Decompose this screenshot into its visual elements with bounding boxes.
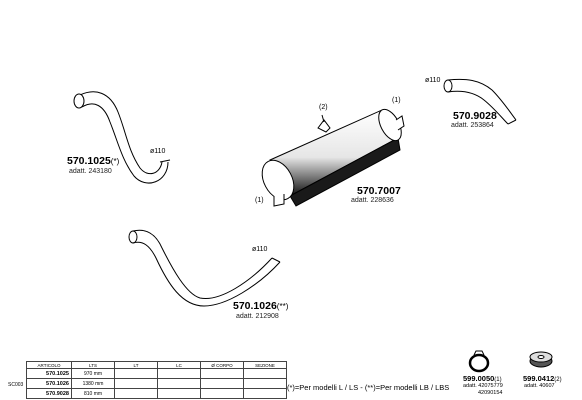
- cell-empty: [157, 378, 201, 389]
- pipe-570-1026-drawing: [128, 229, 281, 307]
- muffler-570-7007-drawing: [261, 108, 405, 207]
- model-legend: (*)=Per modelli L / LS - (**)=Per modell…: [287, 383, 450, 392]
- diameter-label-570-1026: ø110: [252, 246, 268, 253]
- part-suffix: (1): [494, 377, 502, 383]
- part-suffix: (2): [554, 377, 562, 383]
- callout-inlet: (1): [255, 197, 264, 204]
- part-code-599-0050: 599.0050(1): [463, 374, 502, 383]
- callout-bracket: (2): [319, 104, 328, 111]
- adatt-570-1025: adatt. 243180: [69, 168, 112, 175]
- table-row: 570.1026 1380 mm: [26, 378, 287, 389]
- part-suffix: (*): [110, 157, 120, 166]
- col-header: LC: [157, 361, 201, 369]
- cell-empty: [114, 368, 158, 379]
- col-header: LTS: [71, 361, 115, 369]
- part-suffix: (**): [276, 302, 289, 311]
- cell-lts: 1380 mm: [71, 378, 115, 389]
- cell-empty: [157, 388, 201, 399]
- cell-empty: [200, 368, 244, 379]
- cell-code: 570.9028: [26, 388, 72, 399]
- pipe-570-9028-drawing: [443, 78, 517, 125]
- adatt-599-0050-second: 42090154: [478, 390, 503, 396]
- table-row-label: SC003: [8, 382, 24, 388]
- part-code-text: 570.1025: [67, 155, 111, 167]
- part-code-text: 570.1026: [233, 300, 277, 312]
- part-code-570-7007: 570.7007: [357, 185, 401, 197]
- cell-empty: [157, 368, 201, 379]
- adatt-570-9028: adatt. 253864: [451, 122, 494, 129]
- table-header-row: ARTICOLO LTS LT LC Ø CORPO SEZIONE: [26, 361, 287, 369]
- pipe-570-1025-drawing: [73, 91, 171, 184]
- part-code-599-0412: 599.0412(2): [523, 374, 562, 383]
- col-header: LT: [114, 361, 158, 369]
- cell-empty: [243, 368, 287, 379]
- table-row: 570.1025 970 mm: [26, 368, 287, 379]
- adatt-599-0412: adatt. 40607: [524, 383, 555, 389]
- cell-empty: [114, 388, 158, 399]
- cell-empty: [200, 378, 244, 389]
- clamp-599-0050-drawing: [468, 350, 490, 373]
- cell-lts: 810 mm: [71, 388, 115, 399]
- col-header: Ø CORPO: [200, 361, 244, 369]
- table-row: 570.9028 810 mm: [26, 388, 287, 399]
- mount-599-0412-drawing: [529, 351, 553, 368]
- part-code-570-9028: 570.9028: [453, 110, 497, 122]
- adatt-570-7007: adatt. 228636: [351, 197, 394, 204]
- cell-empty: [200, 388, 244, 399]
- part-code-570-1025: 570.1025(*): [67, 155, 119, 167]
- part-code-text: 599.0050: [463, 374, 495, 383]
- col-header: SEZIONE: [243, 361, 287, 369]
- cell-empty: [243, 378, 287, 389]
- diameter-label-570-1025: ø110: [150, 148, 166, 155]
- callout-outlet: (1): [392, 97, 401, 104]
- parts-table: ARTICOLO LTS LT LC Ø CORPO SEZIONE 570.1…: [26, 361, 287, 399]
- diameter-label-570-9028: ø110: [425, 77, 441, 84]
- adatt-570-1026: adatt. 212908: [236, 313, 279, 320]
- cell-code: 570.1025: [26, 368, 72, 379]
- cell-empty: [243, 388, 287, 399]
- part-code-text: 599.0412: [523, 374, 555, 383]
- adatt-599-0050: adatt. 42075779: [463, 383, 503, 389]
- part-code-570-1026: 570.1026(**): [233, 300, 288, 312]
- cell-code: 570.1026: [26, 378, 72, 389]
- cell-lts: 970 mm: [71, 368, 115, 379]
- cell-empty: [114, 378, 158, 389]
- col-header: ARTICOLO: [26, 361, 72, 369]
